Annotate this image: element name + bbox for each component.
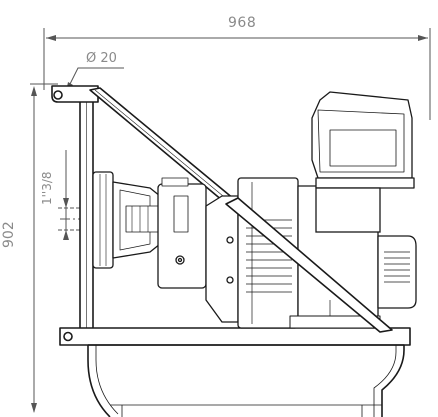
- end-cap-vents: [384, 251, 410, 283]
- coupling-arrow-top: [63, 198, 69, 208]
- control-box: [311, 91, 415, 189]
- adapter-flange: [205, 195, 239, 323]
- engine: [92, 171, 239, 323]
- width-dimension: [43, 28, 431, 120]
- gearbox-window: [173, 195, 189, 233]
- brace-overlay: [225, 197, 393, 333]
- width-arrow-right: [418, 35, 428, 41]
- engine-block-top: [315, 187, 381, 233]
- shaft-coupling: [125, 205, 159, 233]
- adapter-bolt-1: [226, 236, 234, 244]
- coupling-size-label: 1''3/8: [40, 171, 54, 205]
- overall-width-label: 968: [228, 15, 257, 31]
- lifting-plate: [51, 85, 99, 103]
- bottom-rail-hole: [63, 331, 73, 342]
- control-box-base: [315, 177, 415, 189]
- gearbox-top-cap: [161, 177, 189, 187]
- lifting-hole: [53, 90, 63, 100]
- adapter-bolt-2: [226, 276, 234, 284]
- base-tank-inner: [95, 344, 397, 417]
- control-panel: [329, 129, 397, 167]
- base-tank-outline: [87, 344, 405, 417]
- height-dimension: [30, 83, 58, 413]
- gearbox-plug-center: [177, 257, 183, 263]
- bottom-rail: [59, 327, 411, 346]
- hole-diameter-label: Ø 20: [86, 51, 117, 66]
- height-arrow-top: [31, 86, 37, 96]
- height-arrow-bottom: [31, 403, 37, 413]
- width-arrow-left: [46, 35, 56, 41]
- alternator-end-cap: [377, 235, 417, 309]
- engine-block: [315, 187, 381, 233]
- coupling-arrow-bottom: [63, 230, 69, 240]
- overall-height-label: 902: [1, 221, 17, 248]
- brace-front-segment: [225, 197, 393, 333]
- pto-flange: [92, 171, 114, 269]
